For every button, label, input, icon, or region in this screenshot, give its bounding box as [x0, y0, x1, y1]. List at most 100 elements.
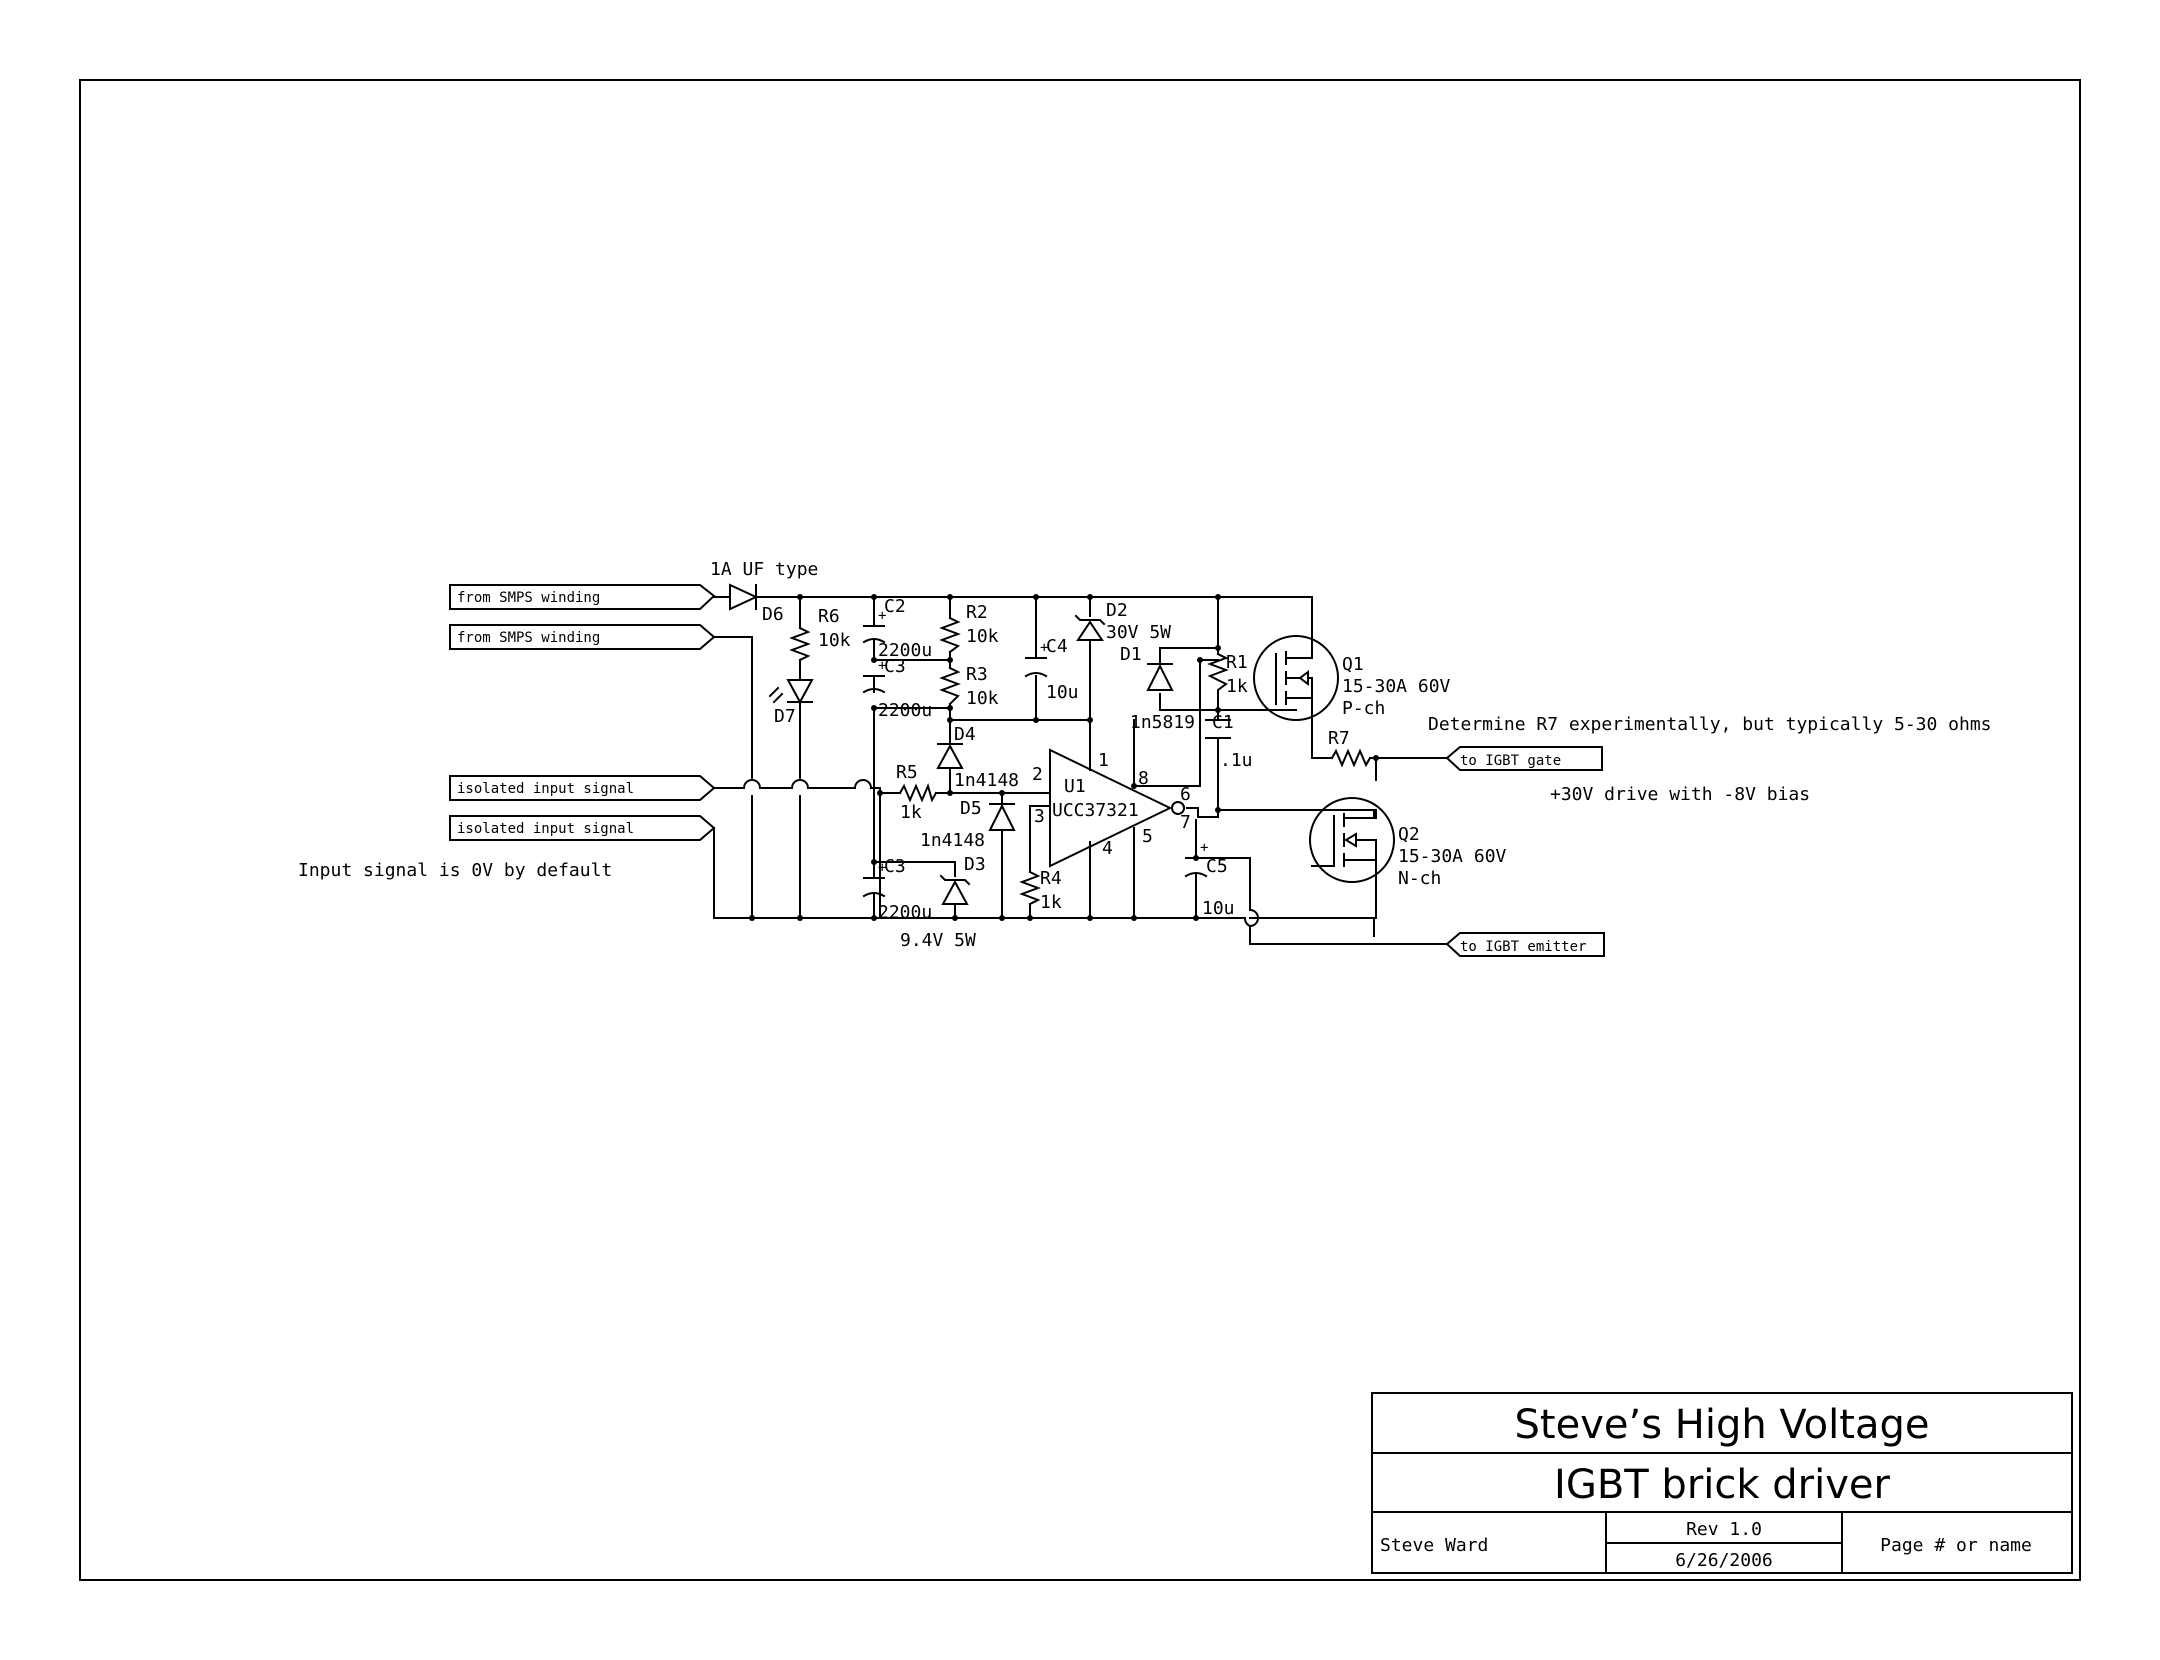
pin-7: 7	[1180, 812, 1191, 833]
sheet-border	[79, 79, 2081, 1581]
port-input-2: isolated input signal	[449, 815, 716, 841]
r3-ref: R3	[966, 664, 988, 685]
c2-value: 2200u	[878, 640, 932, 661]
pin-2: 2	[1032, 764, 1043, 785]
diode-d6: 1A UF type D6	[710, 559, 818, 625]
port-igbt-emitter-label: to IGBT emitter	[1460, 939, 1586, 955]
d4-ref: D4	[954, 724, 976, 745]
d5-ref: D5	[960, 798, 982, 819]
capacitor-c3-lower: + C3 2200u	[862, 856, 932, 923]
q1-type: P-ch	[1342, 698, 1385, 719]
svg-text:+: +	[878, 860, 886, 876]
d6-type: 1A UF type	[710, 559, 818, 580]
c1-ref: C1	[1212, 712, 1234, 733]
author-name: Steve Ward	[1380, 1535, 1488, 1556]
capacitor-c5: + C5 10u	[1184, 840, 1235, 919]
resistor-r1: R1 1k	[1207, 652, 1248, 701]
d1-value: 1n5819	[1130, 712, 1195, 733]
note-input-default: Input signal is 0V by default	[298, 860, 612, 881]
q2-ref: Q2	[1398, 824, 1420, 845]
q1-value: 15-30A 60V	[1342, 676, 1451, 697]
title-block: Steve’s High Voltage IGBT brick driver S…	[1371, 1392, 2073, 1574]
d7-ref: D7	[774, 706, 796, 727]
r7-ref: R7	[1328, 728, 1350, 749]
u1-value: UCC37321	[1052, 800, 1139, 821]
q2-value: 15-30A 60V	[1398, 846, 1507, 867]
wiring	[713, 596, 1448, 945]
note-r7: Determine R7 experimentally, but typical…	[1428, 714, 1992, 735]
diode-d4: D4 1n4148	[936, 724, 1019, 791]
r1-value: 1k	[1226, 676, 1248, 697]
r3-value: 10k	[966, 688, 999, 709]
c5-ref: C5	[1206, 856, 1228, 877]
capacitor-c1: C1 .1u	[1205, 712, 1253, 771]
pin-8: 8	[1138, 768, 1149, 789]
capacitor-c4: + C4 10u	[1024, 636, 1079, 703]
mosfet-q2: Q2 15-30A 60V N-ch	[1309, 797, 1507, 889]
d3-rating: 9.4V 5W	[900, 930, 976, 951]
pin-1: 1	[1098, 750, 1109, 771]
d5-value: 1n4148	[920, 830, 985, 851]
led-d7: D7	[768, 679, 814, 727]
r5-value: 1k	[900, 802, 922, 823]
capacitor-c2: + C2 2200u	[862, 596, 932, 661]
c2-ref: C2	[884, 596, 906, 617]
d4-value: 1n4148	[954, 770, 1019, 791]
c3-upper-value: 2200u	[878, 700, 932, 721]
resistor-r2: R2 10k	[939, 602, 999, 654]
capacitor-c3-upper: + C3 2200u	[862, 656, 932, 721]
drawing-date: 6/26/2006	[1675, 1550, 1773, 1571]
wire-hops	[742, 779, 1259, 928]
junctions	[749, 594, 1379, 921]
resistor-r5: R5 1k	[896, 762, 938, 823]
drawing-title: IGBT brick driver	[1554, 1462, 1890, 1508]
pin-6: 6	[1180, 784, 1191, 805]
zener-d3: D3 9.4V 5W	[900, 854, 986, 951]
d3-ref: D3	[964, 854, 986, 875]
c3-lower-value: 2200u	[878, 902, 932, 923]
c5-value: 10u	[1202, 898, 1235, 919]
resistor-r3: R3 10k	[939, 664, 999, 709]
svg-text:+: +	[878, 658, 886, 674]
r6-ref: R6	[818, 606, 840, 627]
q1-ref: Q1	[1342, 654, 1364, 675]
d2-ref: D2	[1106, 600, 1128, 621]
resistor-r7: R7	[1328, 728, 1372, 768]
zener-d2: D2 30V 5W	[1074, 600, 1171, 643]
r4-ref: R4	[1040, 868, 1062, 889]
r2-value: 10k	[966, 626, 999, 647]
c3-upper-ref: C3	[884, 656, 906, 677]
diode-d5: D5 1n4148	[920, 798, 1016, 851]
port-igbt-gate-label: to IGBT gate	[1460, 753, 1561, 769]
port-smps-1-label: from SMPS winding	[457, 590, 600, 606]
port-smps-2: from SMPS winding	[449, 624, 716, 650]
pin-4: 4	[1102, 838, 1113, 859]
resistor-r6: R6 10k	[789, 606, 851, 662]
port-igbt-gate: to IGBT gate	[1445, 746, 1603, 771]
port-smps-1: from SMPS winding	[449, 584, 716, 610]
driver-ic-u1: U1 UCC37321 1 2 3 4 5 6 7 8	[1032, 748, 1191, 868]
port-input-1-label: isolated input signal	[457, 781, 634, 797]
port-input-1: isolated input signal	[449, 775, 716, 801]
r1-ref: R1	[1226, 652, 1248, 673]
r2-ref: R2	[966, 602, 988, 623]
port-smps-2-label: from SMPS winding	[457, 630, 600, 646]
c4-value: 10u	[1046, 682, 1079, 703]
r5-ref: R5	[896, 762, 918, 783]
d6-ref: D6	[762, 604, 784, 625]
svg-text:+: +	[1200, 840, 1208, 856]
mosfet-q1: Q1 15-30A 60V P-ch	[1253, 635, 1451, 721]
r6-value: 10k	[818, 630, 851, 651]
d2-value: 30V 5W	[1106, 622, 1171, 643]
c4-ref: C4	[1046, 636, 1068, 657]
q2-type: N-ch	[1398, 868, 1441, 889]
port-input-2-label: isolated input signal	[457, 821, 634, 837]
diode-d1: D1 1n5819	[1120, 644, 1195, 733]
note-drive: +30V drive with -8V bias	[1550, 784, 1810, 805]
pin-3: 3	[1034, 806, 1045, 827]
pin-5: 5	[1142, 826, 1153, 847]
c1-value: .1u	[1220, 750, 1253, 771]
resistor-r4: R4 1k	[1019, 868, 1062, 913]
company-name: Steve’s High Voltage	[1515, 1402, 1930, 1448]
